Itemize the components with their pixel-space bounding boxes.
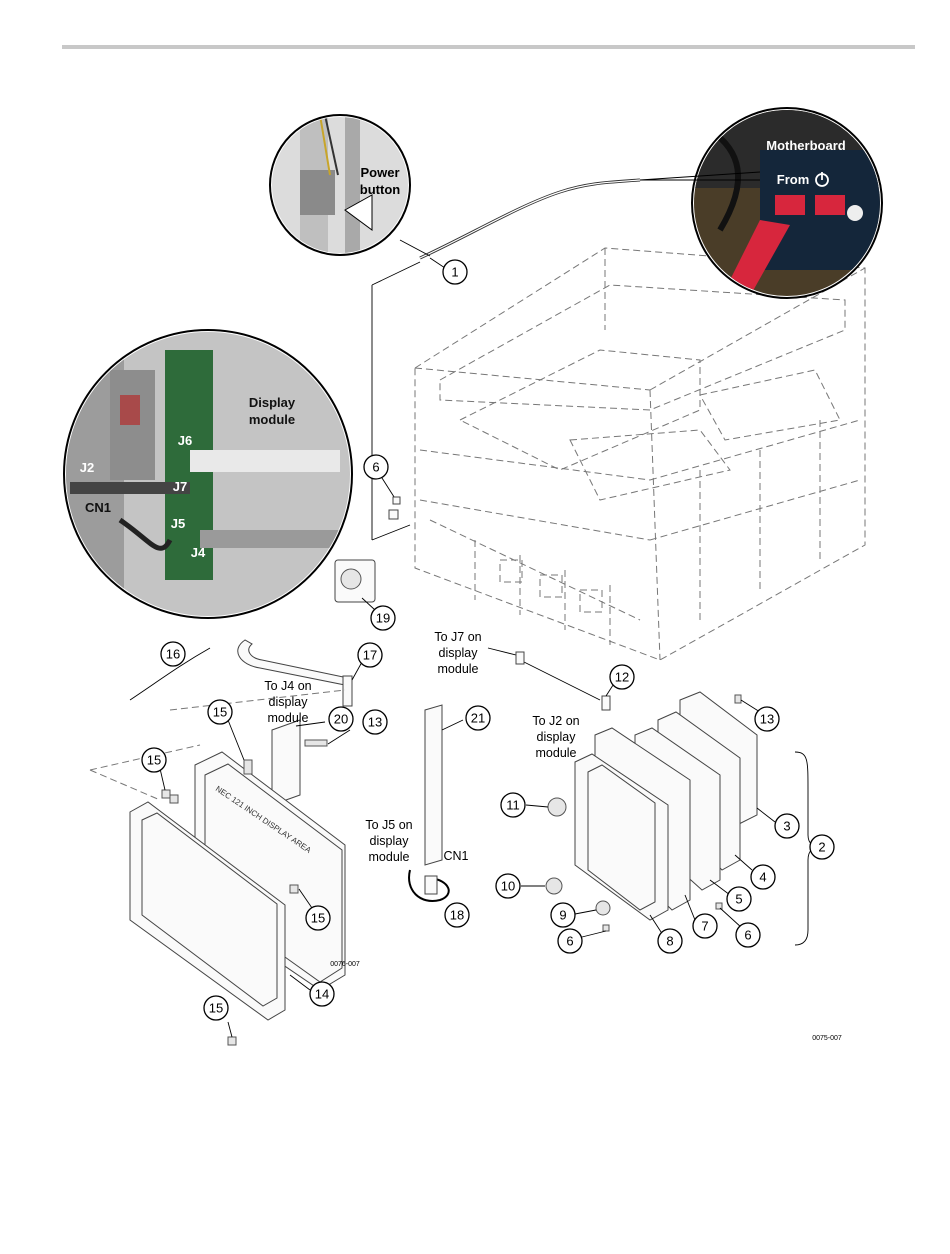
svg-text:11: 11 — [506, 798, 520, 813]
svg-text:15: 15 — [209, 1001, 223, 1016]
callout-12: 12 — [610, 665, 634, 689]
display-module-inset: Display module J6 J2 J7 CN1 J5 J4 — [64, 330, 354, 620]
label-cn1-inset: CN1 — [85, 500, 111, 515]
callout-21: 21 — [466, 706, 490, 730]
callout-15: 15 — [204, 996, 228, 1020]
power-button-inset: Power button — [270, 115, 430, 256]
label-j4: J4 — [191, 545, 206, 560]
cn1-label: CN1 — [443, 849, 468, 863]
to-j2-line3: module — [536, 746, 577, 760]
callout-1: 1 — [443, 260, 467, 284]
motherboard-inset: Motherboard From — [640, 108, 890, 308]
svg-text:21: 21 — [471, 711, 485, 726]
callout-14: 14 — [310, 982, 334, 1006]
power-label-1: Power — [360, 165, 399, 180]
callout-11: 11 — [501, 793, 525, 817]
callout-13: 13 — [755, 707, 779, 731]
svg-text:10: 10 — [501, 879, 515, 894]
power-label-2: button — [360, 182, 400, 197]
to-j4-line2: display — [269, 695, 309, 709]
callout-16: 16 — [161, 642, 185, 666]
callout-5: 5 — [727, 887, 751, 911]
svg-text:6: 6 — [372, 460, 379, 475]
callout-7: 7 — [693, 914, 717, 938]
svg-text:15: 15 — [213, 705, 227, 720]
svg-text:6: 6 — [566, 934, 573, 949]
front-panel-assembly: 0075-007 — [521, 692, 842, 1042]
to-j2-line2: display — [537, 730, 577, 744]
callout-3: 3 — [775, 814, 799, 838]
callout-20: 20 — [329, 707, 353, 731]
display-title-1: Display — [249, 395, 296, 410]
svg-text:1: 1 — [451, 265, 458, 280]
svg-text:19: 19 — [376, 611, 390, 626]
to-j7-line1: To J7 on — [434, 630, 481, 644]
callout-9: 9 — [551, 903, 575, 927]
label-j7: J7 — [173, 479, 187, 494]
svg-text:20: 20 — [334, 712, 348, 727]
label-j6: J6 — [178, 433, 192, 448]
label-j2: J2 — [80, 460, 94, 475]
callout-15: 15 — [208, 700, 232, 724]
callout-6: 6 — [364, 455, 388, 479]
to-j4-line3: module — [268, 711, 309, 725]
callout-15: 15 — [306, 906, 330, 930]
svg-text:13: 13 — [760, 712, 774, 727]
svg-text:5: 5 — [735, 892, 742, 907]
callout-4: 4 — [751, 865, 775, 889]
svg-text:2: 2 — [818, 840, 825, 855]
svg-text:3: 3 — [783, 819, 790, 834]
callout-2: 2 — [810, 835, 834, 859]
to-j4-line1: To J4 on — [264, 679, 311, 693]
fig-id: 0075-007 — [812, 1035, 842, 1042]
to-j7-line3: module — [438, 662, 479, 676]
label-j5: J5 — [171, 516, 185, 531]
to-j2-line1: To J2 on — [532, 714, 579, 728]
callout-13: 13 — [363, 710, 387, 734]
fig-id-small: 0076-007 — [330, 961, 360, 968]
svg-text:15: 15 — [311, 911, 325, 926]
callout-10: 10 — [496, 874, 520, 898]
to-j7-line2: display — [439, 646, 479, 660]
to-j5-line1: To J5 on — [365, 818, 412, 832]
svg-text:4: 4 — [759, 870, 766, 885]
svg-text:9: 9 — [559, 908, 566, 923]
svg-text:17: 17 — [363, 648, 377, 663]
svg-text:18: 18 — [450, 908, 464, 923]
svg-text:14: 14 — [315, 987, 329, 1002]
callout-18: 18 — [445, 903, 469, 927]
svg-text:16: 16 — [166, 647, 180, 662]
svg-text:7: 7 — [701, 919, 708, 934]
power-cable — [372, 180, 640, 540]
svg-text:6: 6 — [744, 928, 751, 943]
svg-text:12: 12 — [615, 670, 629, 685]
callout-8: 8 — [658, 929, 682, 953]
callout-6: 6 — [558, 929, 582, 953]
chassis — [415, 248, 865, 660]
svg-text:15: 15 — [147, 753, 161, 768]
svg-text:8: 8 — [666, 934, 673, 949]
motherboard-title: Motherboard — [766, 138, 846, 153]
callout-6: 6 — [736, 923, 760, 947]
callout-17: 17 — [358, 643, 382, 667]
svg-text:13: 13 — [368, 715, 382, 730]
display-title-2: module — [249, 412, 295, 427]
motherboard-from-label: From — [777, 172, 810, 187]
to-j5-line3: module — [369, 850, 410, 864]
callout-15: 15 — [142, 748, 166, 772]
callout-19: 19 — [371, 606, 395, 630]
to-j5-line2: display — [370, 834, 410, 848]
